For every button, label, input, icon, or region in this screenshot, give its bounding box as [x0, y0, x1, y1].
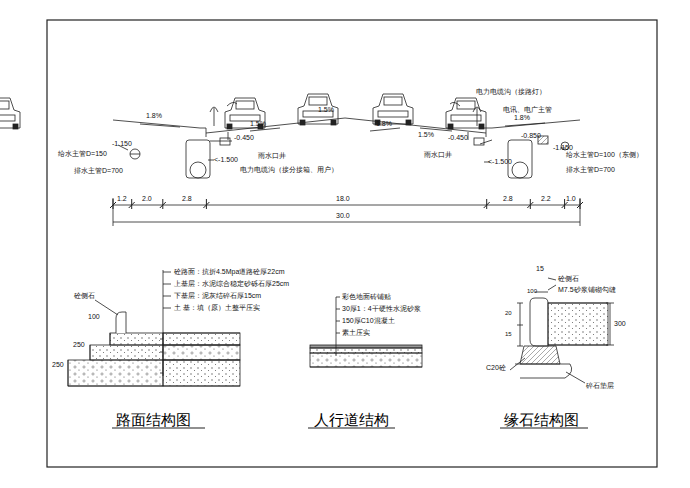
annotation: 排水主管D=700 — [566, 166, 615, 174]
annotation: 1.5% — [318, 106, 334, 114]
annotation: 100 — [88, 313, 100, 321]
annotation: 100 — [527, 288, 537, 295]
annotation: 电力电缆沟（接分接箱、用户） — [240, 166, 338, 174]
annotation: 30厚1：4干硬性水泥砂浆 — [342, 305, 421, 313]
dimension-tick — [527, 199, 533, 209]
annotation: 电力电缆沟（接路灯） — [476, 88, 546, 96]
annotation: 1.2 — [117, 195, 127, 203]
annotation: 1.5% — [250, 120, 266, 128]
annotation: 2.0 — [142, 195, 152, 203]
annotation: 碎石垫层 — [586, 382, 614, 390]
annotation: 15 — [505, 331, 512, 338]
annotation: 排水主管D=700 — [74, 167, 123, 175]
annotation: 素土压实 — [342, 329, 370, 337]
section-title: 人行道结构 — [314, 412, 389, 429]
annotation: 砼路面：抗折4.5Mpa道路砼厚22cm — [174, 268, 284, 276]
annotation: 30.0 — [336, 212, 350, 220]
annotation: 雨水口井 — [258, 152, 286, 160]
annotation: 150厚C10混凝土 — [342, 317, 395, 325]
annotation: C20砼 — [486, 364, 506, 372]
annotation: M7.5砂浆铺砌勾缝 — [558, 286, 616, 294]
annotation: 给水主管D=150 — [58, 150, 107, 158]
annotation: 下基层：泥灰结碎石厚15cm — [174, 292, 261, 300]
dimension-tick — [129, 199, 135, 209]
section-title: 路面结构图 — [116, 412, 191, 429]
annotation: 1.0 — [566, 195, 576, 203]
annotation: 砼侧石 — [74, 292, 95, 300]
annotation: -1.150 — [553, 144, 573, 152]
section-title: 缘石结构图 — [504, 412, 579, 429]
annotation: 1.8% — [146, 112, 162, 120]
annotation: 电讯、电广主管 — [503, 106, 552, 114]
annotation: 2.8 — [182, 195, 192, 203]
annotation: 2.2 — [541, 195, 551, 203]
annotation: 砼侧石 — [558, 275, 579, 283]
annotation: 250 — [73, 341, 85, 349]
annotation: 15 — [536, 265, 544, 273]
annotation: 300 — [614, 320, 626, 328]
annotation: 2.8 — [503, 195, 513, 203]
annotation: -1.150 — [112, 140, 132, 148]
annotation: <-1.500 — [488, 158, 512, 166]
annotation: 1.8% — [376, 120, 392, 128]
annotation: 1.8% — [514, 114, 530, 122]
annotation: -0.850 — [521, 132, 541, 140]
annotation: -0.450 — [234, 134, 254, 142]
annotation: 250 — [52, 361, 64, 369]
annotation: 上基层：水泥综合稳定砂砾石厚25cm — [174, 280, 289, 288]
annotation: <-1.500 — [214, 156, 238, 164]
annotation: 雨水口井 — [424, 151, 452, 159]
dimension-tick — [160, 199, 166, 209]
annotation: -0.450 — [448, 134, 468, 142]
annotation: 20 — [505, 310, 512, 317]
annotation: 给水主管D=100（东侧） — [566, 151, 643, 159]
annotation: 18.0 — [336, 195, 350, 203]
annotation: 土 基：填（原）土整平压实 — [174, 304, 260, 312]
annotation: 彩色地面砖铺贴 — [342, 293, 391, 301]
dimension-tick — [484, 199, 490, 209]
dimension-tick — [203, 199, 209, 209]
annotation: 1.5% — [418, 131, 434, 139]
